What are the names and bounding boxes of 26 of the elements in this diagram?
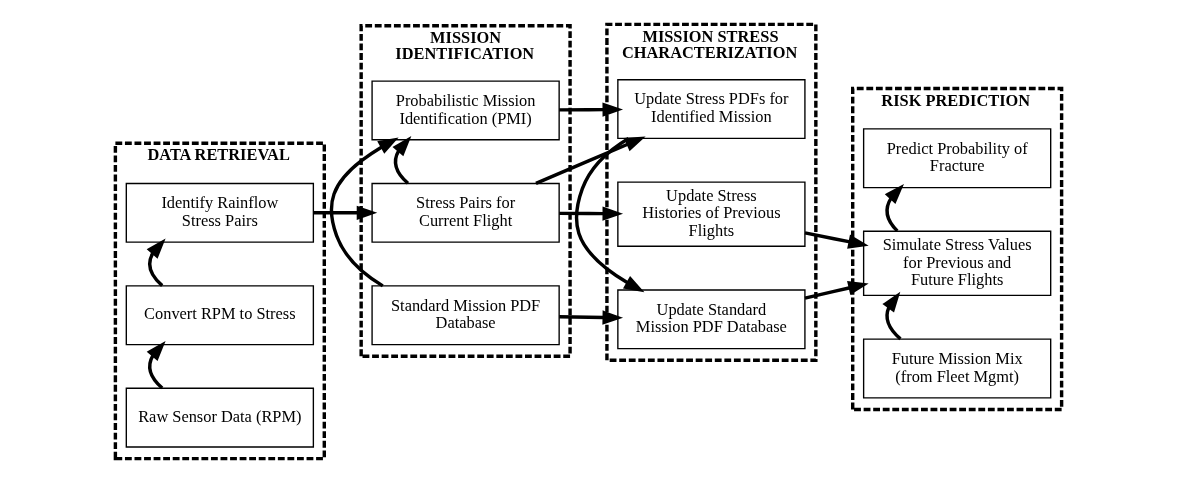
- arrow: [313, 205, 378, 220]
- node-box: Identify Rainflow Stress Pairs: [125, 182, 315, 243]
- node-box: Raw Sensor Data (RPM): [125, 387, 315, 448]
- arrow: [559, 206, 624, 221]
- node-box: Update Stress Histories of Previous Flights: [617, 181, 806, 247]
- node-box: Stress Pairs for Current Flight: [371, 182, 560, 243]
- node-box: Predict Probability of Fracture: [862, 128, 1052, 189]
- node-box: Probabilistic Mission Identification (PMI): [371, 80, 560, 141]
- arrow: [804, 231, 869, 249]
- arrow: [559, 102, 624, 117]
- arrow: [574, 136, 645, 293]
- node-box: Convert RPM to Stress: [125, 285, 315, 346]
- arrow: [392, 136, 412, 185]
- arrow: [535, 136, 646, 185]
- arrow: [804, 281, 869, 300]
- arrow: [329, 137, 399, 288]
- node-box: Update Stress PDFs for Identified Mission: [617, 79, 806, 140]
- arrow: [146, 238, 166, 287]
- arrow: [882, 291, 902, 341]
- node-box: Future Mission Mix (from Fleet Mgmt): [862, 338, 1052, 399]
- arrow: [884, 183, 904, 233]
- node-box: Standard Mission PDF Database: [371, 285, 560, 346]
- arrow: [146, 340, 166, 390]
- arrow: [559, 310, 624, 325]
- node-box: Simulate Stress Values for Previous and Future Flights: [862, 230, 1052, 297]
- node-box: Update Standard Mission PDF Database: [617, 289, 806, 350]
